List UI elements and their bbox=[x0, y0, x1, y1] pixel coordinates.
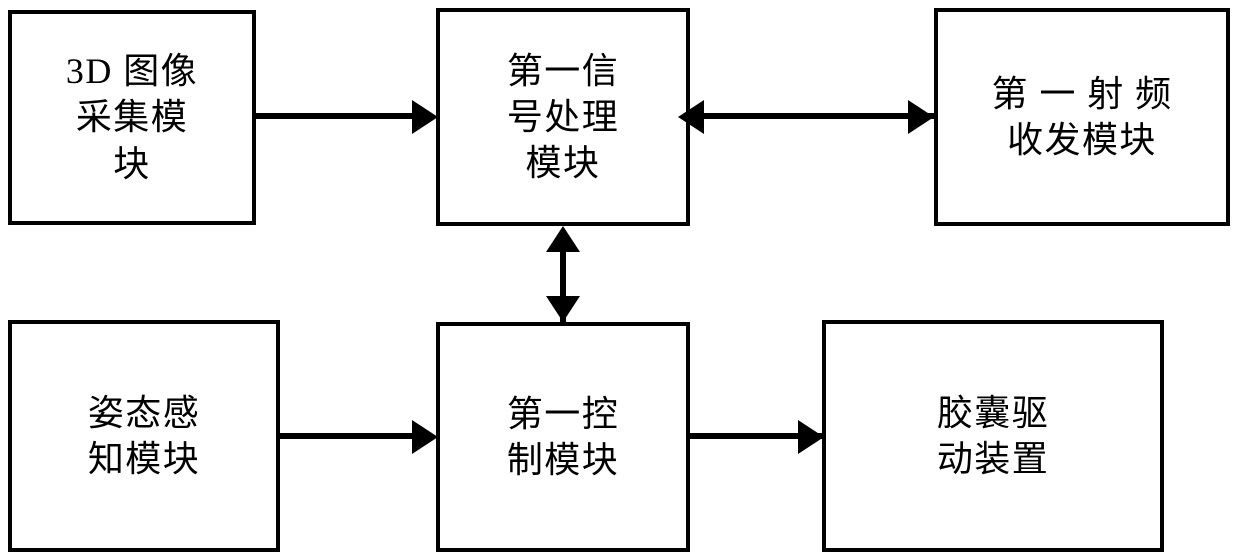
connector-image-capture-to-signal-proc bbox=[256, 113, 416, 119]
block-attitude-sensing-module[interactable]: 姿态感 知模块 bbox=[8, 320, 280, 552]
arrowhead-down-icon bbox=[546, 296, 580, 322]
block-first-control-module[interactable]: 第一控 制模块 bbox=[436, 322, 690, 552]
block-first-signal-processing-module[interactable]: 第一信 号处理 模块 bbox=[436, 8, 690, 226]
block-label: 3D 图像 采集模 块 bbox=[65, 51, 199, 184]
block-label: 第 一 射 频 收发模块 bbox=[991, 73, 1173, 160]
arrowhead-right-icon bbox=[798, 420, 824, 454]
block-label: 姿态感 知模块 bbox=[87, 392, 201, 479]
arrowhead-right-icon bbox=[412, 420, 438, 454]
arrowhead-up-icon bbox=[546, 226, 580, 252]
block-first-rf-transceiver-module[interactable]: 第 一 射 频 收发模块 bbox=[934, 8, 1230, 226]
connector-attitude-sense-to-control bbox=[280, 433, 416, 439]
connector-control-to-capsule-drive bbox=[690, 433, 822, 439]
block-capsule-drive-device[interactable]: 胶囊驱 动装置 bbox=[822, 320, 1164, 552]
block-3d-image-capture-module[interactable]: 3D 图像 采集模 块 bbox=[8, 10, 256, 225]
connector-control-to-signal-proc bbox=[560, 240, 566, 322]
block-label: 胶囊驱 动装置 bbox=[936, 392, 1050, 479]
block-label: 第一控 制模块 bbox=[506, 393, 620, 480]
connector-signal-proc-to-rf-transceiver bbox=[700, 113, 934, 119]
arrowhead-right-icon bbox=[412, 100, 438, 134]
arrowhead-right-icon bbox=[908, 100, 934, 134]
arrowhead-left-icon bbox=[678, 100, 704, 134]
block-label: 第一信 号处理 模块 bbox=[506, 50, 620, 184]
